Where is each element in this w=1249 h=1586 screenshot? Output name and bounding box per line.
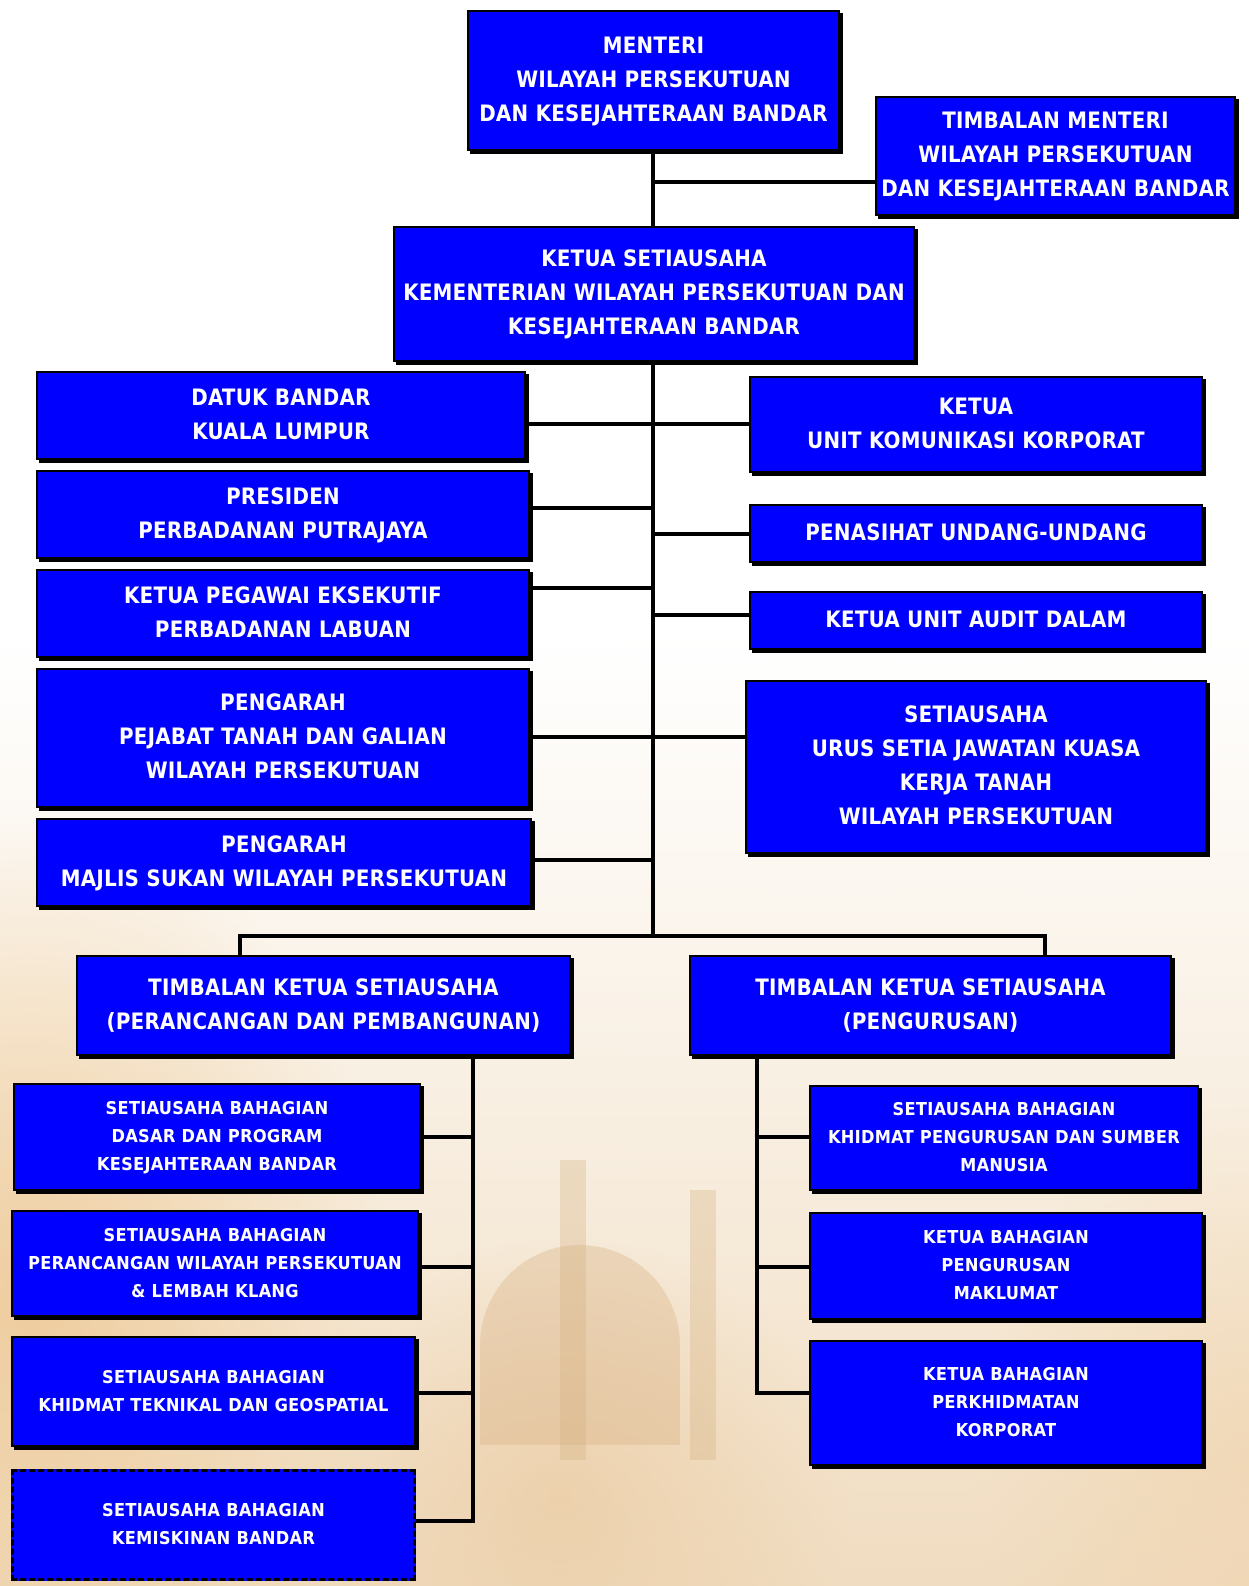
agency-box-putrajaya[interactable]: PRESIDEN PERBADANAN PUTRAJAYA [36, 470, 530, 559]
box-label: TIMBALAN MENTERI WILAYAH PERSEKUTUAN DAN… [881, 109, 1230, 202]
unit-box-audit[interactable]: KETUA UNIT AUDIT DALAM [749, 591, 1203, 650]
background-tower [560, 1160, 586, 1460]
background-dome [480, 1245, 680, 1445]
box-label: KETUA BAHAGIAN PERKHIDMATAN KORPORAT [923, 1364, 1089, 1441]
background-tower [690, 1190, 716, 1460]
division-box-dasar[interactable]: SETIAUSAHA BAHAGIAN DASAR DAN PROGRAM KE… [13, 1083, 421, 1191]
deputy-management-box[interactable]: TIMBALAN KETUA SETIAUSAHA (PENGURUSAN) [689, 955, 1172, 1056]
division-box-sumber-manusia[interactable]: SETIAUSAHA BAHAGIAN KHIDMAT PENGURUSAN D… [809, 1085, 1199, 1191]
box-label: SETIAUSAHA URUS SETIA JAWATAN KUASA KERJ… [811, 703, 1141, 830]
agency-box-labuan[interactable]: KETUA PEGAWAI EKSEKUTIF PERBADANAN LABUA… [36, 569, 530, 658]
division-box-teknikal[interactable]: SETIAUSAHA BAHAGIAN KHIDMAT TEKNIKAL DAN… [11, 1336, 416, 1447]
unit-box-undang[interactable]: PENASIHAT UNDANG-UNDANG [749, 504, 1203, 563]
box-label: KETUA UNIT KOMUNIKASI KORPORAT [807, 394, 1145, 454]
agency-box-majlis-sukan[interactable]: PENGARAH MAJLIS SUKAN WILAYAH PERSEKUTUA… [36, 818, 532, 907]
box-label: KETUA BAHAGIAN PENGURUSAN MAKLUMAT [923, 1227, 1089, 1304]
box-label: PENGARAH MAJLIS SUKAN WILAYAH PERSEKUTUA… [60, 832, 508, 892]
box-label: KETUA PEGAWAI EKSEKUTIF PERBADANAN LABUA… [124, 583, 442, 643]
box-label: PENASIHAT UNDANG-UNDANG [805, 520, 1147, 546]
agency-box-datuk-bandar[interactable]: DATUK BANDAR KUALA LUMPUR [36, 371, 526, 460]
division-box-kemiskinan[interactable]: SETIAUSAHA BAHAGIAN KEMISKINAN BANDAR [11, 1469, 416, 1581]
unit-box-komunikasi[interactable]: KETUA UNIT KOMUNIKASI KORPORAT [749, 376, 1203, 473]
box-label: TIMBALAN KETUA SETIAUSAHA (PERANCANGAN D… [106, 975, 541, 1035]
secretary-general-box[interactable]: KETUA SETIAUSAHA KEMENTERIAN WILAYAH PER… [393, 226, 915, 362]
box-label: KETUA SETIAUSAHA KEMENTERIAN WILAYAH PER… [403, 247, 905, 340]
box-label: DATUK BANDAR KUALA LUMPUR [191, 385, 371, 445]
agency-box-ptg[interactable]: PENGARAH PEJABAT TANAH DAN GALIAN WILAYA… [36, 668, 530, 808]
box-label: SETIAUSAHA BAHAGIAN DASAR DAN PROGRAM KE… [96, 1098, 338, 1175]
box-label: PRESIDEN PERBADANAN PUTRAJAYA [138, 484, 428, 544]
deputy-planning-box[interactable]: TIMBALAN KETUA SETIAUSAHA (PERANCANGAN D… [76, 955, 571, 1056]
box-label: SETIAUSAHA BAHAGIAN PERANCANGAN WILAYAH … [28, 1224, 402, 1302]
deputy-minister-box[interactable]: TIMBALAN MENTERI WILAYAH PERSEKUTUAN DAN… [875, 96, 1236, 216]
box-label: KETUA UNIT AUDIT DALAM [825, 607, 1127, 633]
division-box-perancangan[interactable]: SETIAUSAHA BAHAGIAN PERANCANGAN WILAYAH … [11, 1210, 419, 1317]
division-box-korporat[interactable]: KETUA BAHAGIAN PERKHIDMATAN KORPORAT [809, 1340, 1203, 1466]
box-label: SETIAUSAHA BAHAGIAN KHIDMAT PENGURUSAN D… [827, 1099, 1181, 1176]
box-label: PENGARAH PEJABAT TANAH DAN GALIAN WILAYA… [118, 691, 448, 784]
unit-box-jawatankuasa[interactable]: SETIAUSAHA URUS SETIA JAWATAN KUASA KERJ… [745, 680, 1207, 854]
box-label: SETIAUSAHA BAHAGIAN KEMISKINAN BANDAR [102, 1500, 325, 1549]
box-label: SETIAUSAHA BAHAGIAN KHIDMAT TEKNIKAL DAN… [38, 1366, 389, 1416]
box-label: TIMBALAN KETUA SETIAUSAHA (PENGURUSAN) [755, 975, 1106, 1035]
minister-box[interactable]: MENTERI WILAYAH PERSEKUTUAN DAN KESEJAHT… [467, 10, 840, 151]
box-label: MENTERI WILAYAH PERSEKUTUAN DAN KESEJAHT… [479, 33, 828, 127]
division-box-maklumat[interactable]: KETUA BAHAGIAN PENGURUSAN MAKLUMAT [809, 1212, 1203, 1320]
